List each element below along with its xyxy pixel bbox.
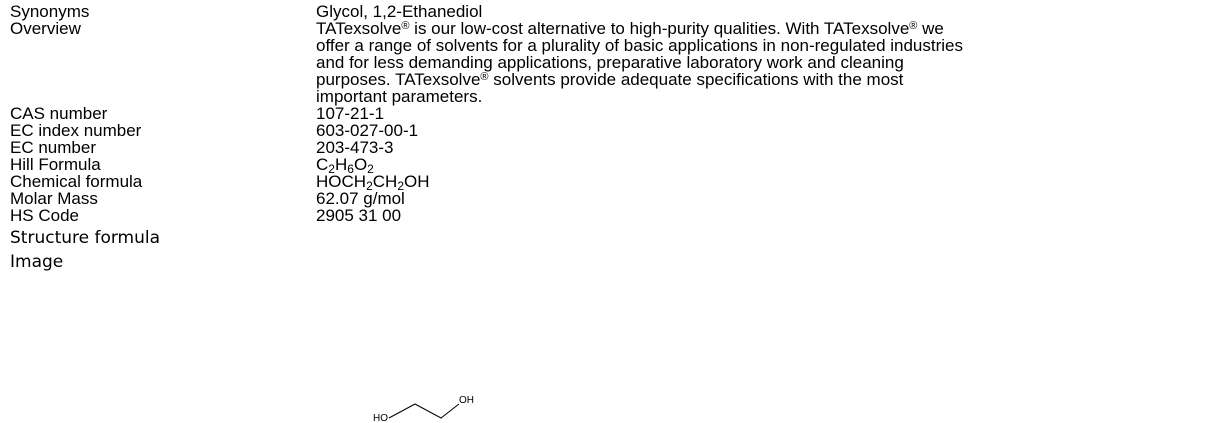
ec-index-number-value: 603-027-00-1 [316, 121, 419, 140]
registered-trademark-mark: ® [401, 20, 410, 32]
formula-element: HOCH [316, 172, 367, 191]
overview-line: TATexsolve® is our low-cost alternative … [316, 20, 1206, 37]
cas-number-value: 107-21-1 [316, 104, 385, 123]
synonyms-value: Glycol, 1,2-Ethanediol [316, 2, 483, 21]
hs-code-label: HS Code [10, 206, 79, 225]
chemical-formula-value: HOCH2CH2OH [316, 172, 430, 193]
formula-element: O [353, 155, 368, 174]
overview-line: offer a range of solvents for a pluralit… [316, 37, 1206, 54]
hydroxyl-left-label: HO [373, 413, 388, 423]
ec-number-value: 203-473-3 [316, 138, 394, 157]
formula-subscript: 2 [367, 162, 374, 176]
hydroxyl-right-label: OH [459, 395, 474, 406]
molar-mass-label: Molar Mass [10, 189, 98, 208]
carbon-chain-bonds [388, 403, 460, 419]
ethylene-glycol-structure-image: HO OH [373, 395, 474, 423]
formula-subscript: 2 [366, 179, 373, 193]
ec-index-number-label: EC index number [10, 121, 142, 140]
formula-element: H [334, 155, 348, 174]
overview-text-segment: and for less demanding applications, pre… [316, 53, 904, 72]
structure-formula-label: Structure formula [10, 228, 161, 248]
registered-trademark-mark: ® [909, 20, 918, 32]
formula-element: C [316, 155, 329, 174]
synonyms-label: Synonyms [10, 2, 90, 21]
overview-line: important parameters. [316, 88, 1206, 105]
overview-label: Overview [10, 19, 81, 38]
formula-subscript: 2 [397, 179, 404, 193]
overview-line: and for less demanding applications, pre… [316, 54, 1206, 71]
overview-text-segment: purposes. TATexsolve [316, 70, 481, 89]
overview-text-segment: is our low-cost alternative to high-puri… [409, 19, 910, 38]
formula-element: CH [372, 172, 398, 191]
overview-line: purposes. TATexsolve® solvents provide a… [316, 71, 1206, 88]
formula-subscript: 2 [328, 162, 335, 176]
overview-text: TATexsolve® is our low-cost alternative … [316, 20, 1206, 105]
cas-number-label: CAS number [10, 104, 108, 123]
molar-mass-value: 62.07 g/mol [316, 189, 405, 208]
registered-trademark-mark: ® [480, 71, 489, 83]
hs-code-value: 2905 31 00 [316, 206, 402, 225]
overview-text-segment: offer a range of solvents for a pluralit… [316, 36, 964, 55]
formula-element: OH [404, 172, 430, 191]
overview-text-segment: solvents provide adequate specifications… [488, 70, 904, 89]
image-label: Image [10, 252, 64, 272]
formula-subscript: 6 [347, 162, 354, 176]
chemical-formula-label: Chemical formula [10, 172, 143, 191]
hill-formula-label: Hill Formula [10, 155, 101, 174]
ec-number-label: EC number [10, 138, 96, 157]
overview-text-segment: TATexsolve [316, 19, 402, 38]
hill-formula-value: C2H6O2 [316, 155, 374, 176]
overview-text-segment: important parameters. [316, 87, 483, 106]
overview-text-segment: we [917, 19, 944, 38]
